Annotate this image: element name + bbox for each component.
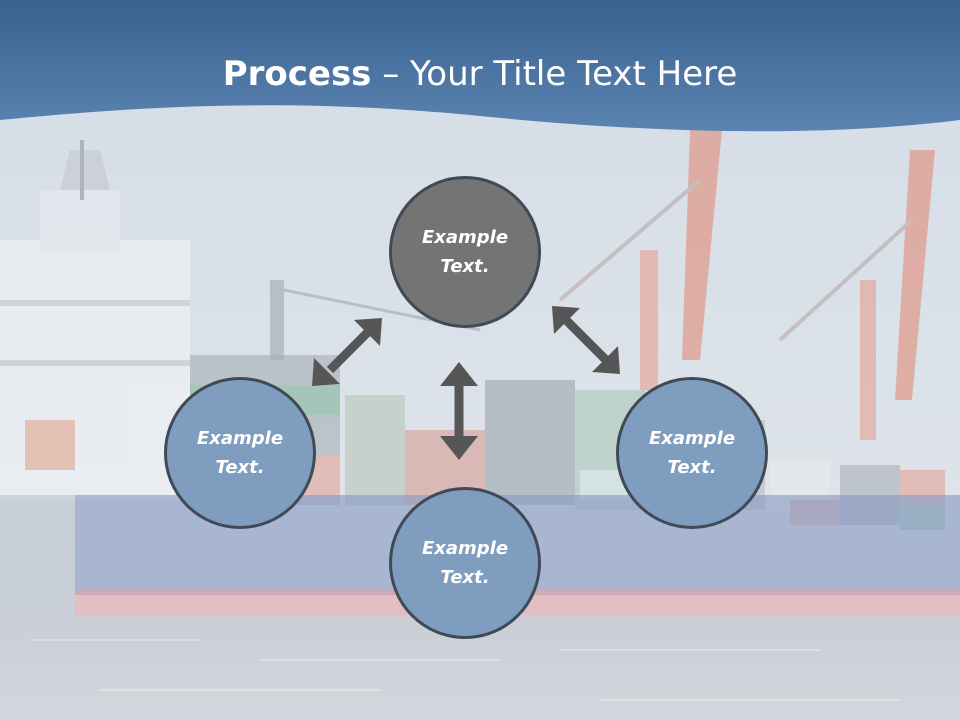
double-arrow-top-left (312, 318, 382, 386)
process-node-right: Example Text. (616, 377, 768, 529)
node-label: Example Text. (196, 428, 284, 478)
double-arrow-top-right (552, 306, 620, 374)
title-bold: Process (222, 54, 372, 94)
header-band (0, 0, 960, 132)
process-node-left: Example Text. (164, 377, 316, 529)
node-label: Example Text. (421, 538, 509, 588)
title-rest: – Your Title Text Here (371, 54, 738, 94)
process-node-top: Example Text. (389, 176, 541, 328)
double-arrow-vertical (440, 362, 478, 460)
node-label: Example Text. (648, 428, 736, 478)
process-node-bottom: Example Text. (389, 487, 541, 639)
page-title: Process – Your Title Text Here (0, 52, 960, 96)
node-label: Example Text. (421, 227, 509, 277)
